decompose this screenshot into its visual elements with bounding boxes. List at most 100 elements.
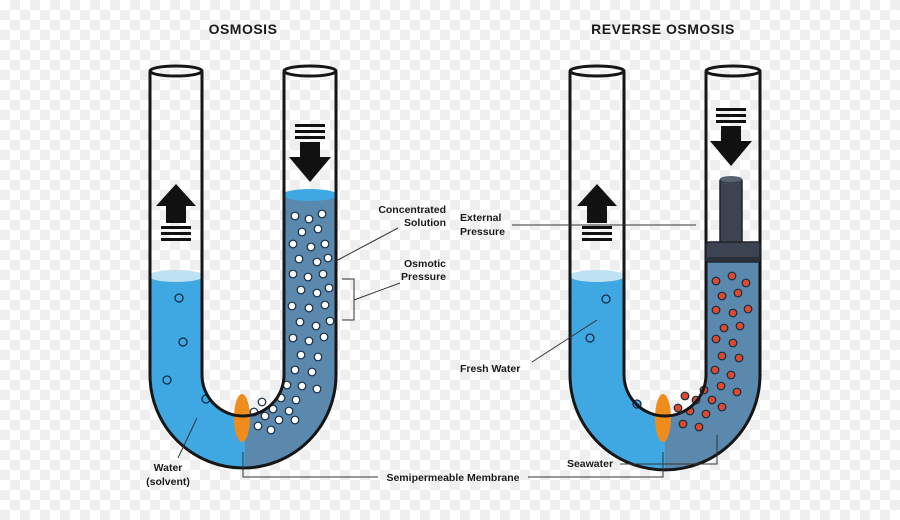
solute-molecule: [728, 308, 738, 318]
concentrated-leader: [333, 227, 399, 263]
solute-molecule: [678, 419, 688, 429]
solute-molecule: [734, 353, 744, 363]
solute-molecule: [716, 381, 726, 391]
solute-molecule: [711, 276, 721, 286]
solute-molecule: [307, 367, 317, 377]
solute-molecule: [295, 317, 305, 327]
solute-molecule: [297, 227, 307, 237]
solute-molecule: [743, 304, 753, 314]
membrane-label: Semipermeable Membrane: [386, 472, 519, 484]
solvent-molecules-left: [162, 293, 211, 404]
osmotic-label-1: Osmotic: [404, 258, 446, 270]
solute-molecule: [304, 214, 314, 224]
solute-molecule: [317, 209, 327, 219]
solute-molecule: [717, 291, 727, 301]
solute-molecule: [296, 350, 306, 360]
solute-molecule: [257, 397, 267, 407]
solute-molecule: [717, 402, 727, 412]
solvent-molecule: [162, 375, 172, 385]
solute-molecule: [290, 415, 300, 425]
solute-molecule: [325, 316, 335, 326]
solute-molecule: [291, 395, 301, 405]
solute-molecule: [694, 422, 704, 432]
membrane-right: [655, 394, 671, 442]
seawater-label: Seawater: [567, 458, 613, 470]
seawater-fill: [665, 262, 760, 470]
fresh-water-surface-right: [570, 270, 625, 282]
solute-molecule: [710, 365, 720, 375]
solute-molecule: [287, 301, 297, 311]
solvent-molecule: [174, 293, 184, 303]
solution-surface: [282, 189, 336, 201]
solvent-molecule: [601, 294, 611, 304]
arrow-up-icon: [577, 184, 617, 241]
solute-molecule: [290, 211, 300, 221]
solute-molecule: [253, 421, 263, 431]
solute-molecule: [288, 239, 298, 249]
solute-molecule: [297, 381, 307, 391]
solute-molecule: [732, 387, 742, 397]
solute-molecule: [707, 395, 717, 405]
right-tube-rim-a: [568, 64, 626, 78]
solvent-molecule: [585, 333, 595, 343]
solute-molecule: [719, 323, 729, 333]
arrow-down-icon: [289, 124, 331, 182]
fresh-water-surface: [150, 270, 204, 282]
membrane-leader-left: [242, 452, 378, 478]
solute-molecule: [320, 239, 330, 249]
solute-molecule: [727, 271, 737, 281]
solute-molecule: [711, 305, 721, 315]
reverse-osmosis-tube-outline: [568, 72, 762, 472]
solute-molecule: [288, 269, 298, 279]
solute-molecule: [313, 224, 323, 234]
solute-molecule: [288, 333, 298, 343]
water-label-1: Water: [154, 462, 183, 474]
fresh-water-label: Fresh Water: [460, 363, 520, 375]
concentrated-label-1: Concentrated: [378, 204, 446, 216]
solute-molecule: [304, 336, 314, 346]
reverse-osmosis-title: REVERSE OSMOSIS: [591, 21, 735, 37]
solute-molecule: [711, 334, 721, 344]
membrane-leader-right: [528, 452, 664, 478]
solute-molecule: [680, 391, 690, 401]
solute-molecule: [312, 288, 322, 298]
solute-molecule: [735, 321, 745, 331]
solute-molecule: [290, 365, 300, 375]
solute-molecule: [726, 370, 736, 380]
solute-molecule: [673, 403, 683, 413]
osmotic-bracket: [342, 278, 401, 321]
solute-molecule: [320, 300, 330, 310]
solute-molecule: [733, 288, 743, 298]
external-pressure-label-1: External: [460, 212, 502, 224]
external-pressure-label-2: Pressure: [460, 226, 505, 238]
osmosis-title: OSMOSIS: [209, 21, 278, 37]
solute-molecule: [311, 321, 321, 331]
solute-molecule: [741, 278, 751, 288]
solute-molecule: [312, 384, 322, 394]
solute-molecule: [274, 415, 284, 425]
solute-molecule: [313, 352, 323, 362]
concentrated-label-2: Solution: [404, 217, 446, 229]
piston-icon: [705, 176, 761, 263]
solute-molecule: [323, 253, 333, 263]
fresh-water-leader: [531, 319, 598, 363]
seawater-leader: [620, 435, 718, 465]
solute-molecule: [701, 409, 711, 419]
solute-molecule: [318, 269, 328, 279]
solute-molecules-right: [673, 271, 753, 432]
solute-molecule: [260, 411, 270, 421]
left-tube-rim-b: [282, 64, 338, 78]
left-tube-rim-a: [148, 64, 204, 78]
water-label-2: (solvent): [146, 476, 190, 488]
solute-molecule: [304, 303, 314, 313]
solute-molecule: [324, 283, 334, 293]
solute-molecule: [296, 285, 306, 295]
arrow-up-icon: [156, 184, 196, 241]
solute-molecule: [284, 406, 294, 416]
osmotic-label-2: Pressure: [401, 271, 446, 283]
solvent-molecule: [178, 337, 188, 347]
solute-molecule: [717, 351, 727, 361]
right-tube-rim-b: [704, 64, 762, 78]
solute-molecule: [319, 332, 329, 342]
